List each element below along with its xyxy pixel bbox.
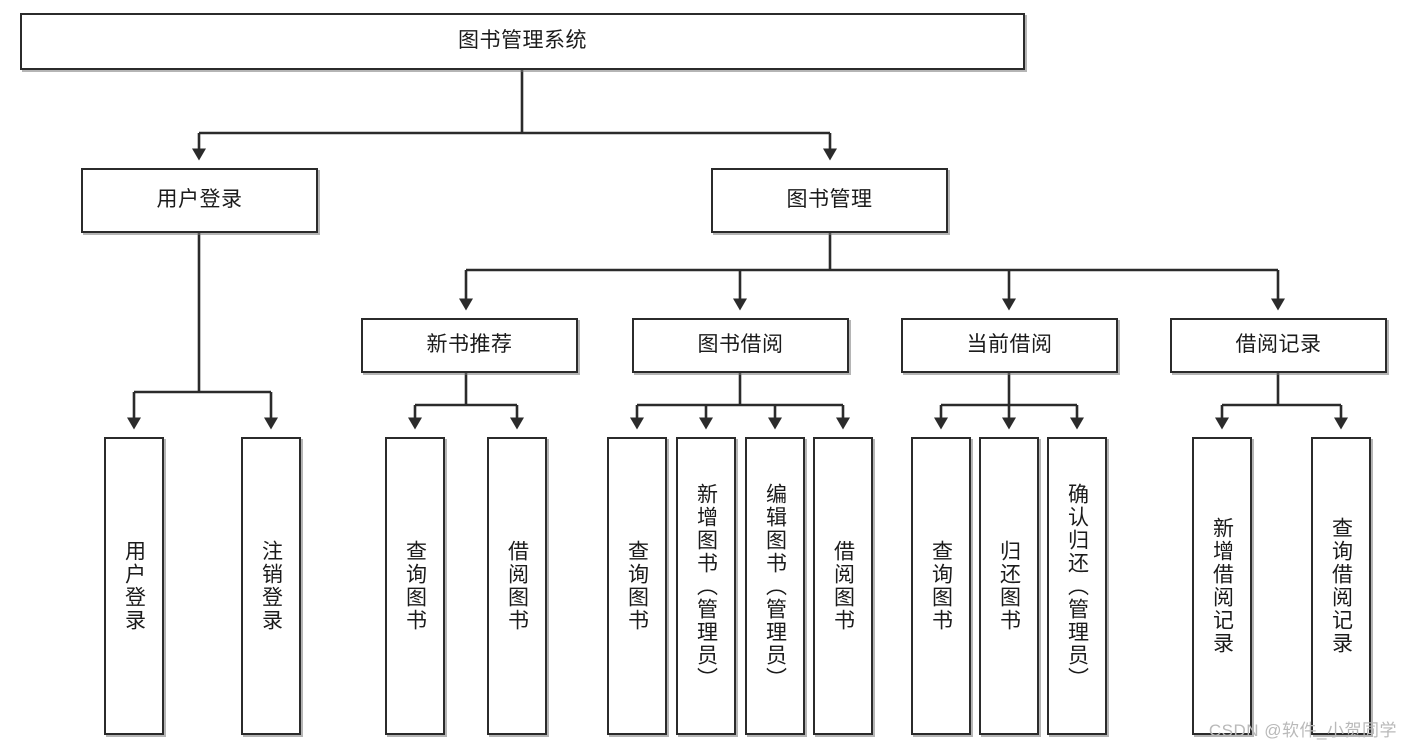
node-root-book-management-system[interactable]: 图书管理系统 bbox=[20, 13, 1025, 70]
node-label: 注销登录 bbox=[259, 540, 283, 632]
node-label: 借阅图书 bbox=[831, 540, 855, 632]
node-leaf-confirm-return[interactable]: 确认归还（管理员） bbox=[1047, 437, 1107, 735]
node-label: 归还图书 bbox=[997, 540, 1021, 632]
node-label: 借阅图书 bbox=[505, 540, 529, 632]
node-leaf-query-record[interactable]: 查询借阅记录 bbox=[1311, 437, 1371, 735]
node-label: 图书管理 bbox=[786, 188, 873, 212]
node-label: 查询图书 bbox=[625, 540, 649, 632]
node-new-book-recommend[interactable]: 新书推荐 bbox=[361, 318, 578, 373]
node-current-borrow[interactable]: 当前借阅 bbox=[901, 318, 1118, 373]
node-leaf-query-book-2[interactable]: 查询图书 bbox=[607, 437, 667, 735]
node-book-borrow[interactable]: 图书借阅 bbox=[632, 318, 849, 373]
node-book-management[interactable]: 图书管理 bbox=[711, 168, 948, 233]
node-leaf-user-login[interactable]: 用户登录 bbox=[104, 437, 164, 735]
node-label: 编辑图书（管理员） bbox=[763, 482, 787, 690]
node-leaf-return-book[interactable]: 归还图书 bbox=[979, 437, 1039, 735]
node-leaf-query-book-1[interactable]: 查询图书 bbox=[385, 437, 445, 735]
node-leaf-borrow-book-2[interactable]: 借阅图书 bbox=[813, 437, 873, 735]
node-label: 用户登录 bbox=[122, 540, 146, 632]
node-label: 查询图书 bbox=[929, 540, 953, 632]
node-label: 查询借阅记录 bbox=[1329, 517, 1353, 655]
node-label: 图书借阅 bbox=[697, 333, 784, 357]
node-label: 确认归还（管理员） bbox=[1065, 482, 1089, 690]
node-label: 新书推荐 bbox=[426, 333, 513, 357]
node-label: 用户登录 bbox=[156, 188, 243, 212]
node-leaf-query-book-3[interactable]: 查询图书 bbox=[911, 437, 971, 735]
node-leaf-logout[interactable]: 注销登录 bbox=[241, 437, 301, 735]
node-leaf-add-book[interactable]: 新增图书（管理员） bbox=[676, 437, 736, 735]
node-user-login[interactable]: 用户登录 bbox=[81, 168, 318, 233]
node-leaf-edit-book[interactable]: 编辑图书（管理员） bbox=[745, 437, 805, 735]
csdn-watermark: CSDN @软件_小贺同学 bbox=[1208, 721, 1397, 740]
node-borrow-record[interactable]: 借阅记录 bbox=[1170, 318, 1387, 373]
node-leaf-add-record[interactable]: 新增借阅记录 bbox=[1192, 437, 1252, 735]
node-label: 新增图书（管理员） bbox=[694, 482, 718, 690]
node-label: 图书管理系统 bbox=[458, 29, 587, 53]
node-label: 新增借阅记录 bbox=[1210, 517, 1234, 655]
node-label: 当前借阅 bbox=[966, 333, 1053, 357]
node-label: 查询图书 bbox=[403, 540, 427, 632]
node-leaf-borrow-book-1[interactable]: 借阅图书 bbox=[487, 437, 547, 735]
node-label: 借阅记录 bbox=[1235, 333, 1322, 357]
